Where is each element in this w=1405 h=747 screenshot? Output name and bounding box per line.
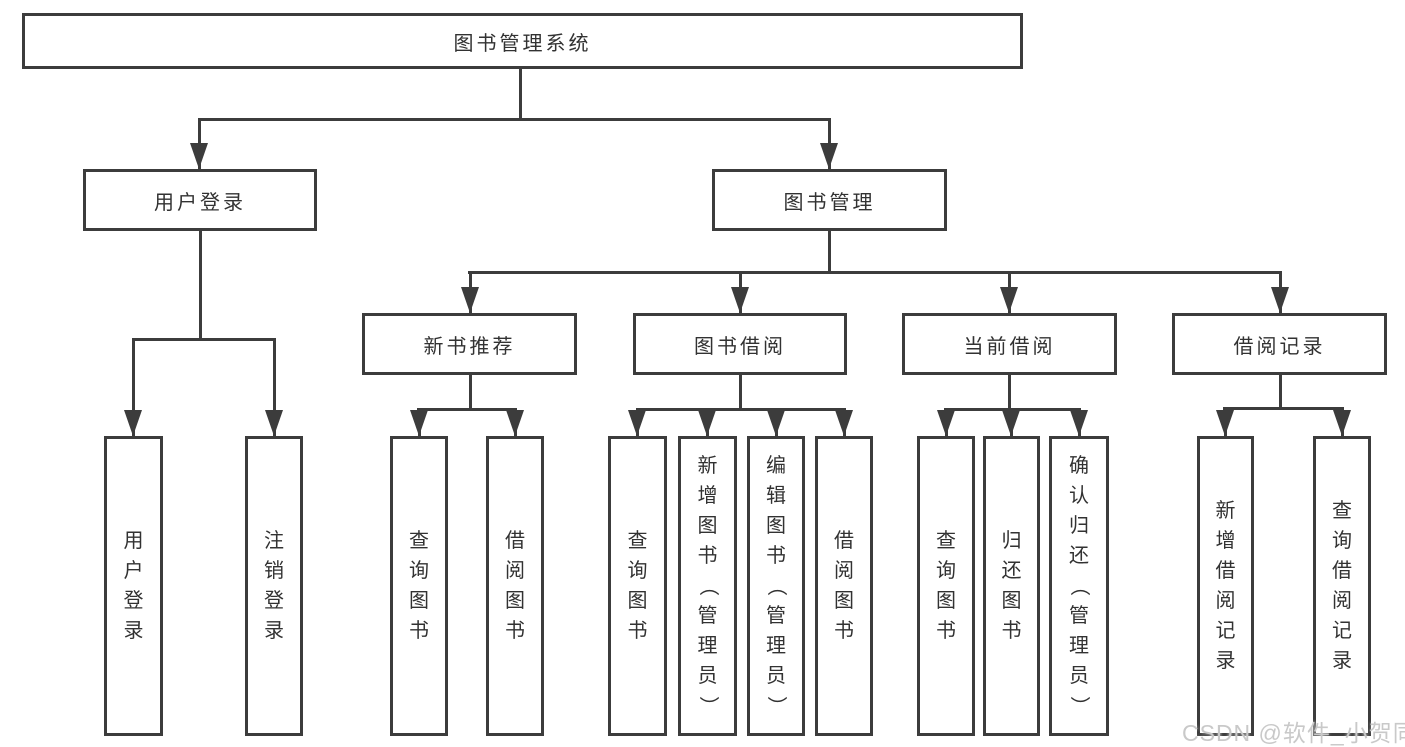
arrowhead	[1271, 287, 1289, 313]
arrowhead	[628, 410, 646, 436]
node-book-management: 图书管理	[712, 169, 947, 231]
leaf-label: 新增图书（管理员）	[696, 455, 719, 716]
leaf-label: 查询图书	[936, 530, 956, 642]
node-label: 图书管理	[783, 191, 876, 214]
connector-drop-leaf-logout	[273, 338, 276, 436]
arrowhead	[265, 410, 283, 436]
leaf-label: 查询图书	[627, 530, 648, 642]
node-label: 新书推荐	[423, 335, 516, 358]
node-label: 用户登录	[154, 191, 246, 214]
connector-book-management-crossbar	[468, 271, 1282, 274]
leaf-add-borrow-record: 新增借阅记录	[1197, 436, 1254, 736]
leaf-return-books: 归还图书	[983, 436, 1040, 736]
node-user-login: 用户登录	[83, 169, 317, 231]
arrowhead	[820, 143, 838, 169]
leaf-user-login: 用户登录	[104, 436, 163, 736]
connector-borrow-records-stem	[1279, 375, 1282, 410]
leaf-label: 新增借阅记录	[1215, 500, 1236, 672]
connector-new-book-stem	[469, 375, 472, 411]
node-label: 图书借阅	[694, 335, 786, 358]
leaf-label: 借阅图书	[834, 530, 854, 642]
connector-book-borrow-crossbar	[636, 408, 845, 411]
leaf-edit-books-admin: 编辑图书（管理员）	[747, 436, 805, 736]
connector-borrow-records-crossbar	[1223, 407, 1344, 410]
connector-new-book-crossbar	[417, 408, 517, 411]
leaf-current-query-books: 查询图书	[917, 436, 975, 736]
leaf-add-books-admin: 新增图书（管理员）	[678, 436, 737, 736]
arrowhead	[937, 410, 955, 436]
arrowhead	[410, 410, 428, 436]
arrowhead	[1333, 410, 1351, 436]
connector-current-borrow-stem	[1008, 375, 1011, 411]
arrowhead	[1216, 410, 1234, 436]
connector-book-borrow-stem	[739, 375, 742, 411]
arrowhead	[767, 410, 785, 436]
arrowhead	[835, 410, 853, 436]
connector-book-management-stem	[828, 231, 831, 274]
leaf-query-borrow-record: 查询借阅记录	[1313, 436, 1371, 736]
leaf-label: 注销登录	[264, 530, 284, 642]
node-current-borrowing: 当前借阅	[902, 313, 1117, 375]
connector-user-login-stem	[199, 231, 202, 341]
leaf-label: 用户登录	[123, 530, 144, 642]
node-new-book-recommendation: 新书推荐	[362, 313, 577, 375]
leaf-label: 确认归还（管理员）	[1068, 455, 1090, 716]
connector-user-login-crossbar	[132, 338, 276, 341]
node-label: 图书管理系统	[453, 32, 592, 55]
leaf-borrow-query-books: 查询图书	[608, 436, 667, 736]
node-book-borrowing: 图书借阅	[633, 313, 847, 375]
leaf-confirm-return-admin: 确认归还（管理员）	[1049, 436, 1109, 736]
arrowhead	[698, 410, 716, 436]
connector-root-stem	[519, 69, 522, 121]
arrowhead	[506, 410, 524, 436]
node-label: 借阅记录	[1233, 335, 1326, 358]
leaf-new-book-query-books: 查询图书	[390, 436, 448, 736]
arrowhead	[461, 287, 479, 313]
arrowhead	[1070, 410, 1088, 436]
leaf-label: 查询图书	[409, 530, 429, 642]
leaf-label: 编辑图书（管理员）	[765, 455, 787, 716]
arrowhead	[1000, 287, 1018, 313]
connector-root-crossbar	[198, 118, 831, 121]
leaf-label: 归还图书	[1001, 530, 1022, 642]
arrowhead	[1002, 410, 1020, 436]
arrowhead	[731, 287, 749, 313]
node-borrowing-records: 借阅记录	[1172, 313, 1387, 375]
arrowhead	[190, 143, 208, 169]
leaf-new-book-borrow-books: 借阅图书	[486, 436, 544, 736]
leaf-borrow-books: 借阅图书	[815, 436, 873, 736]
leaf-label: 借阅图书	[505, 530, 525, 642]
connector-drop-leaf-user-login	[132, 338, 135, 436]
leaf-label: 查询借阅记录	[1332, 500, 1352, 672]
leaf-logout: 注销登录	[245, 436, 303, 736]
watermark: CSDN @软件_小贺同学	[1182, 720, 1405, 746]
arrowhead	[124, 410, 142, 436]
node-library-management-system: 图书管理系统	[22, 13, 1023, 69]
node-label: 当前借阅	[963, 335, 1056, 358]
